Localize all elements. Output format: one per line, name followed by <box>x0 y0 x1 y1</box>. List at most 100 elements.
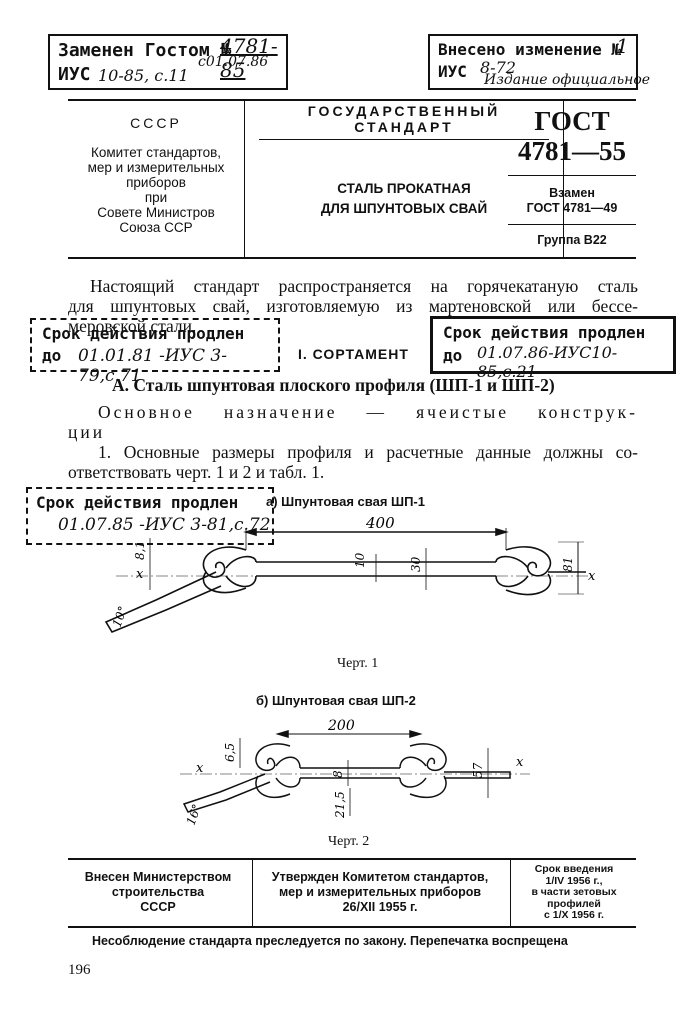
clause-1: 1. Основные размеры профиля и расчетные … <box>68 442 638 482</box>
stamp-replaced-issue: 10-85, с.11 <box>98 66 189 85</box>
stamp-extended-2-line1: Срок действия продлен <box>443 323 646 342</box>
footer-line: мер и измерительных приборов <box>278 885 482 899</box>
intro-line: для шпунтовых свай, изготовляемую из мар… <box>68 296 638 316</box>
org-line: приборов <box>126 175 186 190</box>
intro-line: меровской стали. <box>68 316 197 336</box>
footer-line: Внесен Министерством <box>84 870 232 884</box>
standard-header: СССР Комитет стандартов, мер и измерител… <box>68 99 636 259</box>
stamp-replaced-date: с01.07.86 <box>198 54 269 70</box>
standard-title: СТАЛЬ ПРОКАТНАЯ ДЛЯ ШПУНТОВЫХ СВАЙ <box>245 179 563 219</box>
footer-line: Утвержден Комитетом стандартов, <box>271 870 489 884</box>
section-title: I. СОРТАМЕНТ <box>298 346 409 362</box>
dim-h1: 30 <box>409 556 423 572</box>
intro-paragraph: Настоящий стандарт распространяется на г… <box>68 276 638 336</box>
footer-line: 26/XII 1955 г. <box>342 900 418 914</box>
group: Группа В22 <box>537 233 607 247</box>
stamp-replaced-by: Заменен Гостом № 4781-85 ИУС 10-85, с.11… <box>48 34 288 90</box>
stamp-amendment-issue: 8-72 <box>480 58 516 77</box>
footer-divider-1 <box>252 860 253 926</box>
org-line: при <box>144 190 168 205</box>
stamp-extended-2: Срок действия продлен до 01.07.86-ИУС10-… <box>430 316 676 381</box>
org-line: Союза ССР <box>119 220 193 235</box>
title-line: ДЛЯ ШПУНТОВЫХ СВАЙ <box>320 201 488 216</box>
purpose-line: Основное назначение — ячеистые конструк- <box>98 402 638 422</box>
official-edition: Издание официальное <box>484 72 651 88</box>
legal-notice: Несоблюдение стандарта преследуется по з… <box>92 934 568 948</box>
purpose-paragraph: Основное назначение — ячеистые конструк-… <box>68 402 638 442</box>
right-divider-1 <box>508 175 636 176</box>
stamp-extended-3-date: 01.07.85 -ИУС 3-81,с.72 <box>58 515 271 535</box>
dim2-angle: 16° <box>184 802 204 827</box>
dim2-t1: 8 <box>331 770 345 778</box>
intro-line: Настоящий стандарт распространяется на г… <box>90 276 638 296</box>
replaces-line: Взамен <box>549 186 595 200</box>
gost-number: 4781—55 <box>518 136 626 166</box>
dim2-t2: 6,5 <box>223 743 237 762</box>
stamp-extended-3-line1: Срок действия продлен <box>36 493 239 512</box>
header-divider <box>259 139 549 140</box>
org-line: Комитет стандартов, <box>90 145 222 160</box>
axis2-x-left: x <box>196 761 204 776</box>
header-left: СССР Комитет стандартов, мер и измерител… <box>68 101 245 257</box>
header-middle: ГОСУДАРСТВЕННЫЙ СТАНДАРТ СТАЛЬ ПРОКАТНАЯ… <box>245 101 564 257</box>
stamp-replaced-line2: ИУС <box>58 64 91 85</box>
stamp-replaced-line1: Заменен Гостом № <box>58 40 232 61</box>
footer-approved: Утвержден Комитетом стандартов, мер и из… <box>254 870 506 915</box>
header-org: Комитет стандартов, мер и измерительных … <box>68 145 244 235</box>
dim2-t3: 21,5 <box>333 791 347 819</box>
footer-line: 1/IV 1956 г., <box>545 874 603 887</box>
arrow <box>243 527 257 537</box>
purpose-line: ции <box>68 422 106 442</box>
replaces-line: ГОСТ 4781—49 <box>526 201 618 215</box>
dim-angle: 10° <box>110 604 130 629</box>
footer-effective: Срок введения 1/IV 1956 г., в части зето… <box>512 863 636 922</box>
stamp-extended-1-line2: до <box>42 346 62 365</box>
subsection-title: А. Сталь шпунтовая плоского профиля (ШП-… <box>112 375 555 395</box>
footer-line: в части зетовых <box>531 886 617 898</box>
gost-label: ГОСТ <box>534 106 610 136</box>
title-line: СТАЛЬ ПРОКАТНАЯ <box>337 181 471 196</box>
replaces: Взамен ГОСТ 4781—49 <box>508 186 636 216</box>
dim2-height: 57 <box>471 762 485 778</box>
figure2-caption: Черт. 2 <box>328 834 370 849</box>
stamp-extended-2-line2: до <box>443 346 463 365</box>
footer-divider-2 <box>510 860 511 926</box>
footer-line: СССР <box>140 900 176 914</box>
dim-width: 400 <box>365 514 395 532</box>
footer-line: Срок введения <box>534 863 614 875</box>
page-number: 196 <box>68 962 91 978</box>
stamp-extended-2-date: 01.07.86-ИУС10-85,с.21 <box>477 343 618 381</box>
footer-line: профилей <box>547 897 601 910</box>
dim2-width: 200 <box>327 718 355 734</box>
footer-introduced: Внесен Министерством строительства СССР <box>68 870 248 915</box>
kind-line: СТАНДАРТ <box>354 119 454 135</box>
header-country: СССР <box>130 115 182 131</box>
kind-line: ГОСУДАРСТВЕННЫЙ <box>307 103 501 119</box>
figure2-title: б) Шпунтовая свая ШП-2 <box>256 693 416 708</box>
figure2-drawing: 200 8 57 6,5 21,5 16° x x <box>180 718 530 827</box>
header-kind: ГОСУДАРСТВЕННЫЙ СТАНДАРТ <box>245 103 563 135</box>
dim-t2: 8,1 <box>133 541 147 560</box>
figure1-drawing: 400 10 30 81 8,1 10° x x <box>104 514 596 633</box>
stamp-amendment: Внесено изменение № 1 ИУС 8-72 <box>428 34 638 90</box>
dim-t1: 10 <box>353 552 367 568</box>
stamp-replaced-number: 4781-85 <box>220 34 278 82</box>
org-line: мер и измерительных <box>87 160 225 175</box>
footer-line: строительства <box>111 885 205 899</box>
footer-line: с 1/X 1956 г. <box>544 909 604 921</box>
clause-line: 1. Основные размеры профиля и расчетные … <box>98 442 638 462</box>
figure1-title: а) Шпунтовая свая ШП-1 <box>266 494 425 509</box>
axis2-x-right: x <box>516 755 524 770</box>
stamp-amendment-line1: Внесено изменение № <box>438 40 622 59</box>
stamp-extended-1-line1: Срок действия продлен <box>42 324 245 343</box>
arrow <box>495 527 509 537</box>
stamp-extended-1: Срок действия продлен до 01.01.81 -ИУС 3… <box>30 318 280 386</box>
clause-line: ответствовать черт. 1 и 2 и табл. 1. <box>68 462 325 482</box>
org-line: Совете Министров <box>97 205 215 220</box>
header-right-content: ГОСТ 4781—55 <box>508 102 636 166</box>
right-divider-2 <box>508 224 636 225</box>
axis-x-left: x <box>136 567 144 582</box>
stamp-extended-1-date: 01.01.81 -ИУС 3-79,с.71 <box>78 346 227 386</box>
axis-x-right: x <box>588 569 596 584</box>
stamp-amendment-number: 1 <box>616 34 629 58</box>
